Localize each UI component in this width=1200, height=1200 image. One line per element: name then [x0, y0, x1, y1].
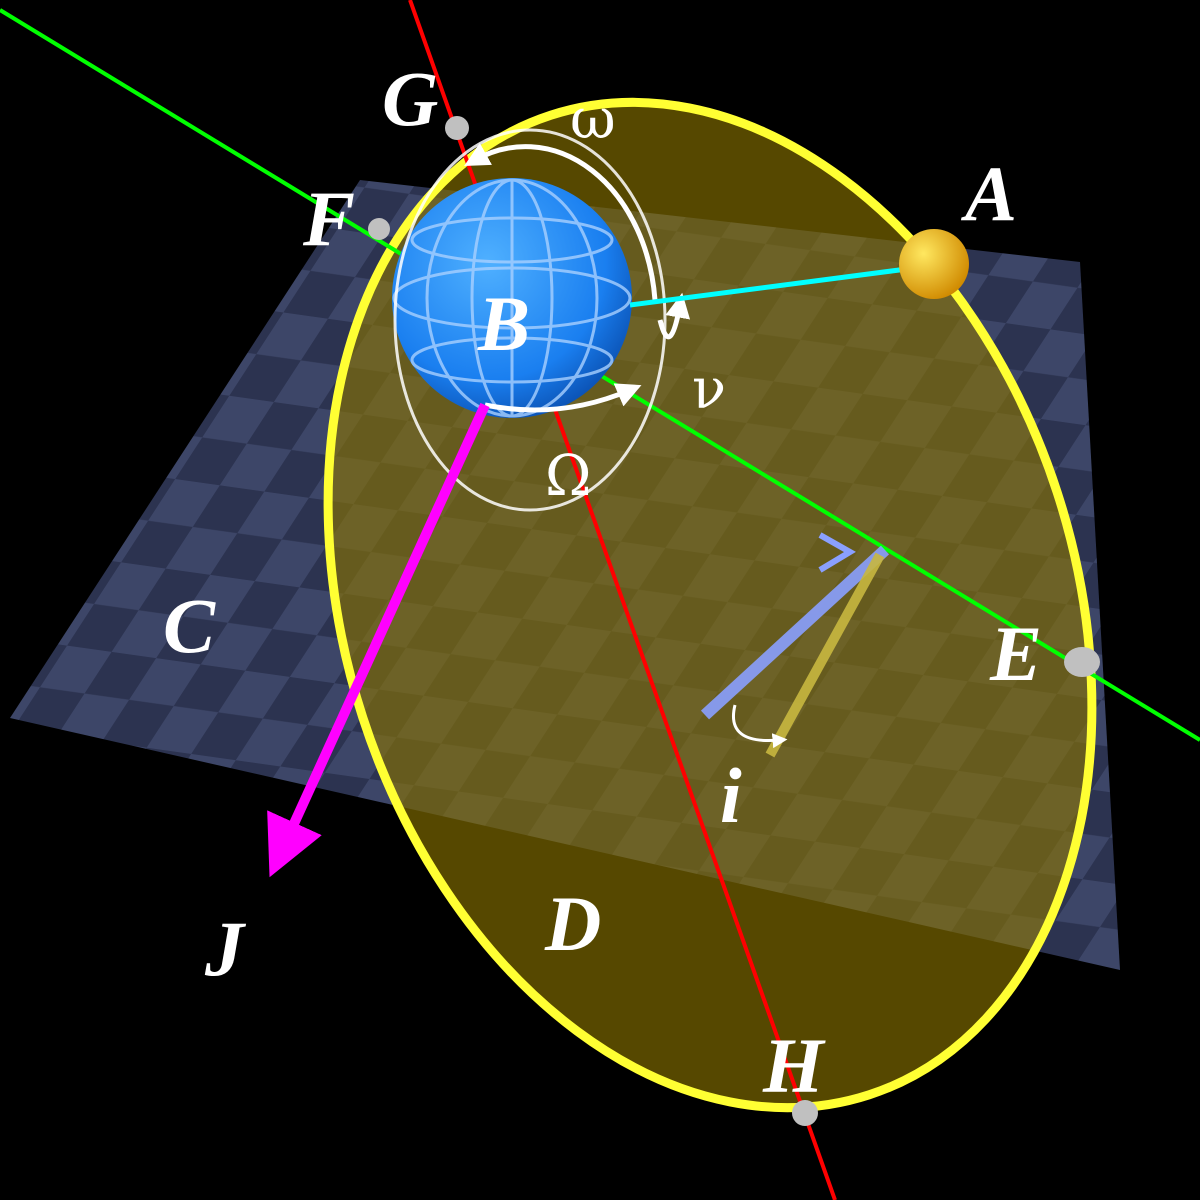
label-D: D: [544, 880, 601, 967]
label-G: G: [382, 55, 438, 142]
label-Omega: Ω: [545, 444, 591, 509]
inclination-marker: [700, 532, 890, 758]
radius-vector: [629, 263, 931, 308]
orbiting-body: [899, 229, 969, 299]
reference-direction-arrow: [267, 402, 490, 878]
label-omega: ω: [570, 87, 616, 152]
label-i: i: [720, 752, 742, 839]
label-H: H: [762, 1022, 826, 1109]
label-C: C: [163, 582, 216, 669]
point-E: [1064, 647, 1100, 677]
point-F: [368, 218, 390, 240]
label-E: E: [989, 610, 1042, 697]
omega-arc: [464, 143, 658, 301]
label-B: B: [477, 280, 530, 367]
angle-arcs: [393, 128, 691, 512]
point-H: [792, 1100, 818, 1126]
label-nu: ν: [692, 357, 726, 422]
label-F: F: [302, 175, 355, 262]
label-A: A: [960, 150, 1017, 237]
label-J: J: [204, 905, 247, 992]
point-G: [445, 116, 469, 140]
nu-arc: [657, 292, 691, 340]
Omega-arc: [484, 383, 642, 413]
central-body: [392, 178, 632, 418]
points: [368, 116, 1100, 1126]
